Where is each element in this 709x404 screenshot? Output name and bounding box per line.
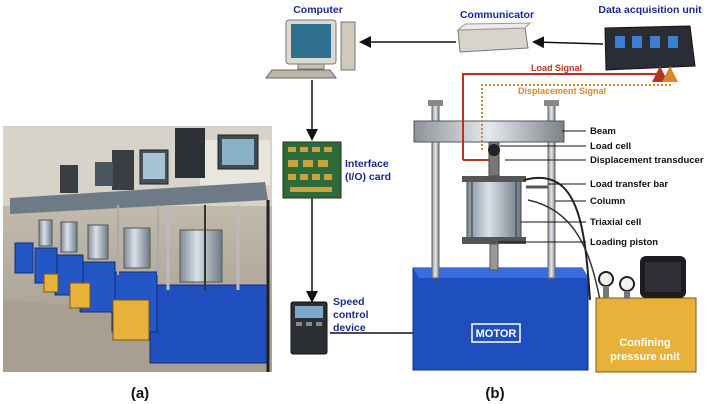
interface-card-icon bbox=[282, 141, 342, 199]
part-loading-piston-label: Loading piston bbox=[590, 237, 658, 248]
speed-label-1: Speed bbox=[333, 296, 365, 308]
panel-b-label: (b) bbox=[485, 385, 504, 402]
part-load-transfer-bar-label: Load transfer bar bbox=[590, 179, 668, 190]
part-beam-label: Beam bbox=[590, 126, 616, 137]
data-acquisition-label: Data acquisition unit bbox=[598, 4, 702, 16]
interface-label-2: (I/O) card bbox=[345, 171, 391, 183]
computer-icon bbox=[265, 19, 356, 79]
part-column-label: Column bbox=[590, 196, 626, 207]
panel-a-label: (a) bbox=[131, 385, 149, 402]
lab-photo bbox=[3, 126, 272, 372]
part-triaxial-cell-label: Triaxial cell bbox=[590, 217, 641, 228]
communicator-label: Communicator bbox=[460, 9, 534, 21]
speed-label-2: control bbox=[333, 309, 369, 321]
motor-label: MOTOR bbox=[476, 328, 517, 340]
confining-label-1: Confining bbox=[619, 337, 670, 349]
pressure-hose-2 bbox=[527, 199, 601, 301]
daq-to-communicator-arrow bbox=[532, 36, 604, 49]
load-signal-label: Load Signal bbox=[531, 63, 582, 73]
data-acquisition-icon bbox=[604, 25, 696, 71]
part-load-cell-label: Load cell bbox=[590, 141, 631, 152]
displacement-signal-line bbox=[481, 66, 678, 150]
interface-label-1: Interface bbox=[345, 158, 389, 170]
part-callouts bbox=[498, 130, 586, 243]
speed-label-3: device bbox=[333, 322, 366, 334]
displacement-signal-label: Displacement Signal bbox=[518, 86, 606, 96]
part-displacement-transducer-label: Displacement transducer bbox=[590, 155, 704, 166]
communicator-icon bbox=[456, 22, 532, 53]
computer-label: Computer bbox=[293, 4, 343, 16]
load-frame bbox=[412, 100, 589, 371]
speed-control-icon bbox=[290, 301, 328, 355]
load-signal-line bbox=[462, 66, 668, 160]
confining-label-2: pressure unit bbox=[610, 351, 680, 363]
confining-unit-icon bbox=[595, 256, 697, 373]
pressure-hose bbox=[523, 176, 591, 301]
